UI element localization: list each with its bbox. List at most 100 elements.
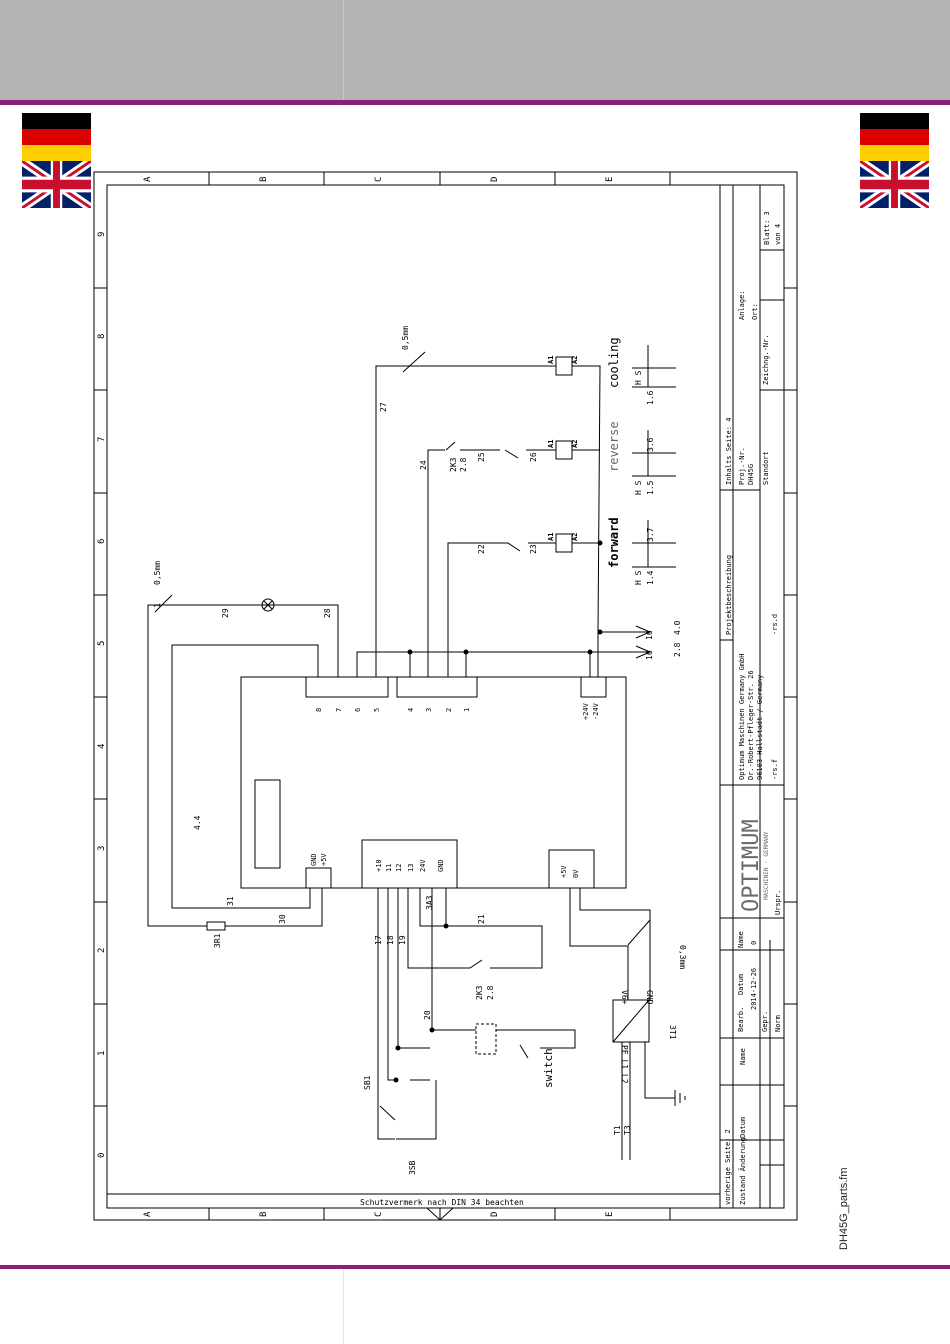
tb-von: von 4 bbox=[774, 224, 782, 245]
tb-state: Zustand Änderung bbox=[738, 1138, 747, 1205]
tb-company: Dr.-Robert-Pfleger-Str. 26 bbox=[747, 670, 755, 780]
coil-label: A2 bbox=[571, 440, 579, 448]
button-label: SB1 bbox=[363, 1075, 372, 1090]
tb-blatt: Blatt: 3 bbox=[763, 211, 771, 245]
tb-bearb: Bearb. bbox=[737, 1007, 745, 1032]
header-rule bbox=[0, 100, 950, 105]
tb-norm: Norm bbox=[774, 1015, 782, 1032]
contact-ref: H S bbox=[634, 570, 643, 585]
row-label: 8 bbox=[97, 334, 107, 339]
optimum-logo: OPTIMUM bbox=[739, 819, 764, 912]
tb-anlage: Anlage: bbox=[738, 290, 746, 320]
tb-name2: Name bbox=[737, 931, 745, 948]
uk-flag-icon[interactable] bbox=[20, 156, 93, 213]
terminal-label: GND bbox=[437, 859, 445, 872]
reverse-label: reverse bbox=[607, 421, 621, 472]
switch-label: switch bbox=[542, 1048, 555, 1088]
terminal-label: 24V bbox=[419, 859, 427, 872]
language-flags-left bbox=[20, 113, 93, 213]
german-flag-icon[interactable] bbox=[860, 113, 929, 161]
terminal-label: 3 bbox=[425, 708, 433, 712]
col-label: D bbox=[490, 1212, 500, 1217]
wire-label: 28 bbox=[323, 608, 332, 618]
col-label: A bbox=[143, 1211, 153, 1217]
row-label: 1 bbox=[97, 1051, 107, 1056]
file-name: DH45G_parts.fm bbox=[838, 1167, 850, 1250]
cooling-label: cooling bbox=[607, 337, 621, 388]
language-flags-right bbox=[858, 113, 931, 213]
tb-projnr: Proj.-Nr. bbox=[738, 447, 746, 485]
wire-label: 17 bbox=[374, 935, 383, 945]
tb-datum2: Datum bbox=[737, 974, 745, 995]
col-label: E bbox=[605, 177, 615, 182]
terminal-label: 5 bbox=[373, 708, 381, 712]
row-label: 3 bbox=[97, 846, 107, 851]
terminal-label: 0V bbox=[572, 869, 580, 878]
col-label: B bbox=[259, 177, 269, 182]
tb-zeichnr: Zeichng.-Nr. bbox=[762, 334, 770, 385]
footer-divider bbox=[343, 1269, 344, 1344]
row-label: 4 bbox=[97, 744, 107, 749]
terminal-label: 11 bbox=[385, 864, 393, 872]
relay-label: 2.8 bbox=[459, 457, 468, 472]
button-label: 3SB bbox=[408, 1160, 417, 1175]
contact-ref: 3.7 bbox=[646, 527, 655, 542]
tb-name: Name bbox=[739, 1048, 747, 1065]
wire-label: 27 bbox=[379, 402, 388, 412]
wire-label: 26 bbox=[529, 452, 538, 462]
tb-rsf: -rs.f bbox=[771, 759, 779, 780]
contact-ref: H S bbox=[634, 370, 643, 385]
row-label: 5 bbox=[97, 641, 107, 646]
tb-company: Optimum Maschinen Germany GmbH bbox=[738, 654, 746, 780]
terminal-label: 12 bbox=[395, 864, 403, 872]
optimum-logo-sub: MASCHINEN · GERMANY bbox=[763, 831, 770, 900]
wire-label: 29 bbox=[221, 608, 230, 618]
col-label: C bbox=[374, 177, 384, 182]
node-label: 4.0 bbox=[673, 620, 682, 635]
phase-label: T3 bbox=[623, 1125, 632, 1135]
bottom-note: Schutzvermerk nach DIN 34 beachten bbox=[360, 1198, 524, 1207]
wire-label: 20 bbox=[423, 1010, 432, 1020]
coil-label: A2 bbox=[571, 533, 579, 541]
wire-label: 23 bbox=[529, 544, 538, 554]
row-label: 6 bbox=[97, 539, 107, 544]
psu-label: 3T1 bbox=[668, 1025, 677, 1040]
relay-label: 2K3 bbox=[475, 985, 484, 1000]
row-label: 0 bbox=[97, 1153, 107, 1158]
coil-label: A1 bbox=[547, 533, 555, 541]
tb-name-val: 0 bbox=[750, 941, 758, 945]
german-flag-icon[interactable] bbox=[22, 113, 91, 161]
wire-label: 19 bbox=[398, 935, 407, 945]
forward-label: forward bbox=[607, 517, 621, 568]
wire-label: 22 bbox=[477, 544, 486, 554]
row-label: 7 bbox=[97, 437, 107, 442]
terminal-label: 1 bbox=[463, 708, 471, 712]
row-label: 2 bbox=[97, 948, 107, 953]
header-divider bbox=[343, 0, 344, 102]
footer-rule bbox=[0, 1265, 950, 1269]
col-label: C bbox=[374, 1212, 384, 1217]
terminal-label: +24V bbox=[582, 702, 590, 720]
terminal-label: 4 bbox=[407, 708, 415, 712]
uk-flag-icon[interactable] bbox=[858, 156, 931, 213]
col-label: E bbox=[605, 1212, 615, 1217]
contact-ref: 1.4 bbox=[646, 570, 655, 585]
arrow-label: 4.4 bbox=[193, 815, 202, 830]
coil-label: A1 bbox=[547, 356, 555, 364]
node-label: 16 bbox=[645, 650, 654, 660]
wire-label: 21 bbox=[477, 914, 486, 924]
contact-ref: 1.5 bbox=[646, 480, 655, 495]
wire-label: 1 bbox=[153, 603, 162, 608]
tb-gepr: Gepr. bbox=[761, 1011, 769, 1032]
terminal-label: 2 bbox=[445, 708, 453, 712]
phase-label: T1 bbox=[613, 1125, 622, 1135]
node-label: 16 bbox=[645, 630, 654, 640]
terminal-label: +10 bbox=[375, 859, 383, 872]
wire-label: 31 bbox=[226, 896, 235, 906]
terminal-label: -24V bbox=[592, 702, 600, 720]
cable-label: 0,5mm bbox=[153, 561, 162, 585]
relay-label: 2K3 bbox=[449, 457, 458, 472]
psu-label: GND bbox=[645, 990, 654, 1005]
contact-ref: 1.6 bbox=[646, 390, 655, 405]
